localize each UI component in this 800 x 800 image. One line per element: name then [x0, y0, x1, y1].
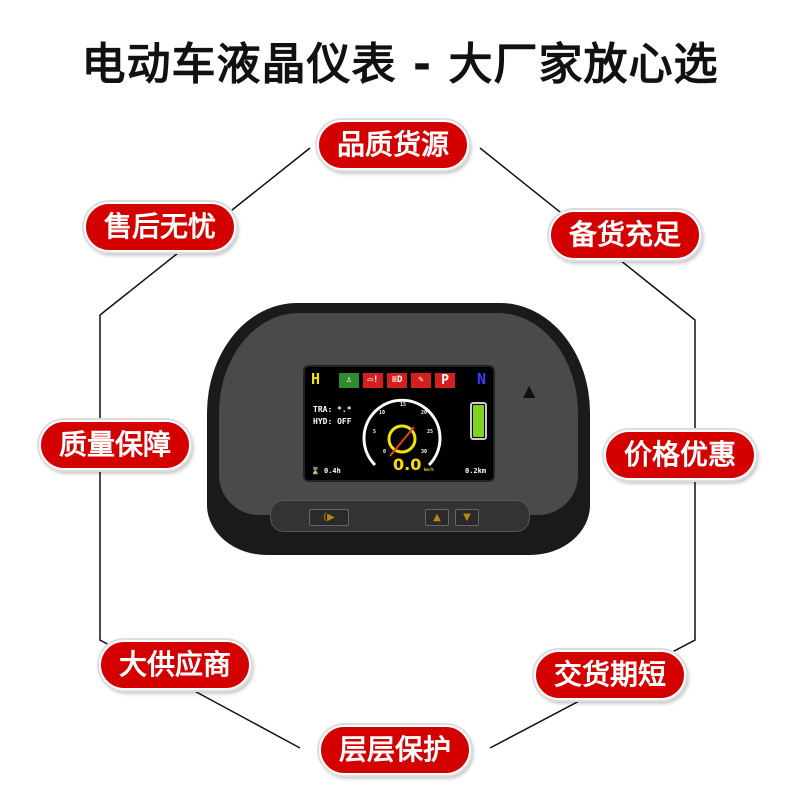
battery-warning-icon: ▭!: [363, 373, 383, 388]
feature-badge: 层层保护: [318, 725, 472, 775]
hyd-label: HYD:: [313, 417, 333, 426]
feature-badge: 价格优惠: [603, 430, 757, 480]
tick-label: 10: [379, 410, 386, 416]
feature-badge: 大供应商: [98, 640, 252, 690]
lcd-screen: H ♙ ▭! ≡D ✎ P N TRA: *.* HYD: OFF 0 5 10…: [303, 365, 495, 482]
hyd-value: OFF: [337, 417, 352, 426]
seat-icon: ♙: [339, 373, 359, 388]
headlight-icon: ≡D: [387, 373, 407, 388]
feature-badge: 交货期短: [533, 650, 687, 700]
tick-label: 20: [421, 410, 428, 416]
warning-triangle-icon: ▲: [523, 381, 536, 400]
speedometer-gauge: [362, 398, 442, 467]
feature-badge: 质量保障: [38, 420, 192, 470]
tra-value: *.*: [337, 405, 352, 414]
gear-n-indicator: N: [477, 370, 487, 388]
page-title: 电动车液晶仪表 - 大厂家放心选: [81, 39, 719, 90]
park-indicator: P: [435, 373, 455, 388]
button-bar: (▶ ▲ ▼: [270, 500, 530, 532]
feature-badge: 备货充足: [548, 210, 702, 260]
tick-label: 15: [400, 402, 407, 408]
speed-readout: 0.0: [393, 455, 422, 474]
lcd-instrument-device: ▲ H ♙ ▭! ≡D ✎ P N TRA: *.* HYD: OFF 0 5 …: [207, 303, 590, 555]
tick-label: 30: [421, 449, 428, 455]
gear-h-indicator: H: [311, 370, 321, 388]
down-button[interactable]: ▼: [455, 509, 479, 526]
speed-ring: [387, 424, 417, 454]
battery-gauge: [470, 402, 487, 440]
speed-unit: km/h: [424, 467, 434, 472]
speed-needle: [389, 426, 415, 457]
feature-badge: 品质货源: [316, 120, 470, 170]
wrench-icon: ✎: [411, 373, 431, 388]
tick-label: 5: [373, 429, 377, 435]
up-button[interactable]: ▲: [425, 509, 449, 526]
tick-label: 0: [383, 449, 387, 455]
battery-fill: [473, 405, 484, 437]
tra-label: TRA:: [313, 405, 333, 414]
tick-label: 25: [427, 429, 434, 435]
feature-badge: 售后无忧: [83, 202, 237, 252]
mode-button[interactable]: (▶: [309, 509, 349, 526]
odometer: 0.2km: [465, 467, 487, 475]
hour-meter: 0.4h: [323, 467, 341, 475]
